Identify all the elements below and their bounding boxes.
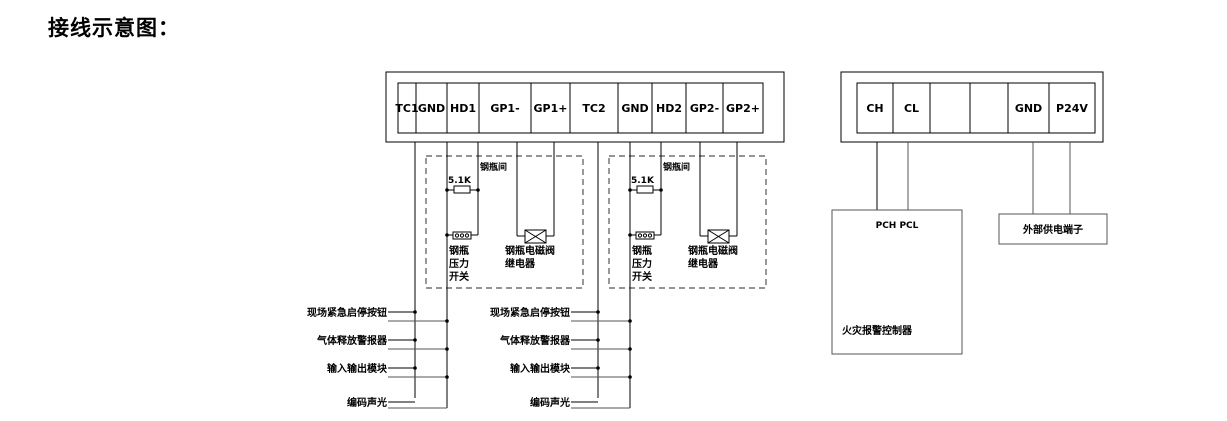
field-device-label: 气体释放警报器 bbox=[499, 334, 571, 347]
pressure-switch-label: 钢瓶 bbox=[449, 244, 469, 257]
external-power-label: 外部供电端子 bbox=[1022, 223, 1083, 236]
controller-terminal-label-gnd: GND bbox=[1015, 102, 1042, 115]
zone-boundary bbox=[608, 155, 767, 289]
terminal-label-gnd: GND bbox=[418, 102, 445, 115]
solenoid-relay bbox=[707, 229, 730, 244]
terminal-label-gp1minus: GP1- bbox=[490, 102, 519, 115]
pressure-switch-label: 开关 bbox=[449, 270, 469, 283]
resistor-label: 5.1K bbox=[448, 176, 472, 186]
external-power-terminal: 外部供电端子 bbox=[998, 142, 1108, 245]
external-power-box bbox=[998, 213, 1108, 245]
field-device-label: 编码声光 bbox=[347, 396, 387, 409]
terminal-label-gp2plus: GP2+ bbox=[726, 102, 760, 115]
pressure-switch-label: 压力 bbox=[449, 257, 469, 270]
solenoid-relay bbox=[524, 229, 547, 244]
terminal-label-hd1: HD1 bbox=[450, 102, 476, 115]
resistor bbox=[636, 185, 654, 194]
fire-alarm-controller-box bbox=[831, 209, 963, 355]
field-device-label: 编码声光 bbox=[530, 396, 570, 409]
pressure-switch-label: 钢瓶 bbox=[632, 244, 652, 257]
resistor bbox=[453, 185, 471, 194]
field-device-label: 气体释放警报器 bbox=[316, 334, 388, 347]
cylinder-room-label: 钢瓶间 bbox=[480, 161, 507, 173]
terminal-label-hd2: HD2 bbox=[656, 102, 682, 115]
pressure-switch-label: 压力 bbox=[632, 257, 652, 270]
resistor-label: 5.1K bbox=[631, 176, 655, 186]
controller-terminal-housing bbox=[840, 71, 1104, 143]
controller-terminal-label-cl: CL bbox=[904, 102, 919, 115]
terminal-label-gp2minus: GP2- bbox=[690, 102, 719, 115]
controller-name: 火灾报警控制器 bbox=[842, 324, 913, 337]
controller-terminal-label-p24v: P24V bbox=[1056, 102, 1088, 115]
solenoid-relay-label: 继电器 bbox=[505, 257, 536, 270]
terminal-label-gnd: GND bbox=[621, 102, 648, 115]
zone-boundary bbox=[425, 155, 584, 289]
fire-alarm-controller: PCH PCL 火灾报警控制器 bbox=[831, 142, 963, 355]
solenoid-relay-label: 钢瓶电磁阀 bbox=[688, 244, 738, 257]
controller-terminals-label: PCH PCL bbox=[876, 221, 919, 231]
cylinder-room-label: 钢瓶间 bbox=[663, 161, 690, 173]
field-device-label: 现场紧急启停按钮 bbox=[307, 306, 387, 319]
controller-terminal-block: CH CL GND P24V bbox=[840, 71, 1104, 143]
terminal-label-gp1plus: GP1+ bbox=[534, 102, 568, 115]
solenoid-relay-label: 继电器 bbox=[688, 257, 719, 270]
pressure-switch-label: 开关 bbox=[632, 270, 652, 283]
field-device-label: 输入输出模块 bbox=[327, 362, 388, 375]
terminal-label-tc2: TC2 bbox=[582, 102, 605, 115]
diagram-title: 接线示意图： bbox=[48, 16, 180, 40]
solenoid-relay-label: 钢瓶电磁阀 bbox=[505, 244, 555, 257]
main-terminal-strip bbox=[397, 82, 764, 134]
controller-terminal-label-ch: CH bbox=[866, 102, 883, 115]
field-device-label: 输入输出模块 bbox=[510, 362, 571, 375]
main-terminal-housing bbox=[385, 71, 785, 143]
field-device-label: 现场紧急启停按钮 bbox=[490, 306, 570, 319]
controller-terminal-strip bbox=[856, 82, 1096, 134]
terminal-label-tc1: TC1 bbox=[395, 102, 418, 115]
